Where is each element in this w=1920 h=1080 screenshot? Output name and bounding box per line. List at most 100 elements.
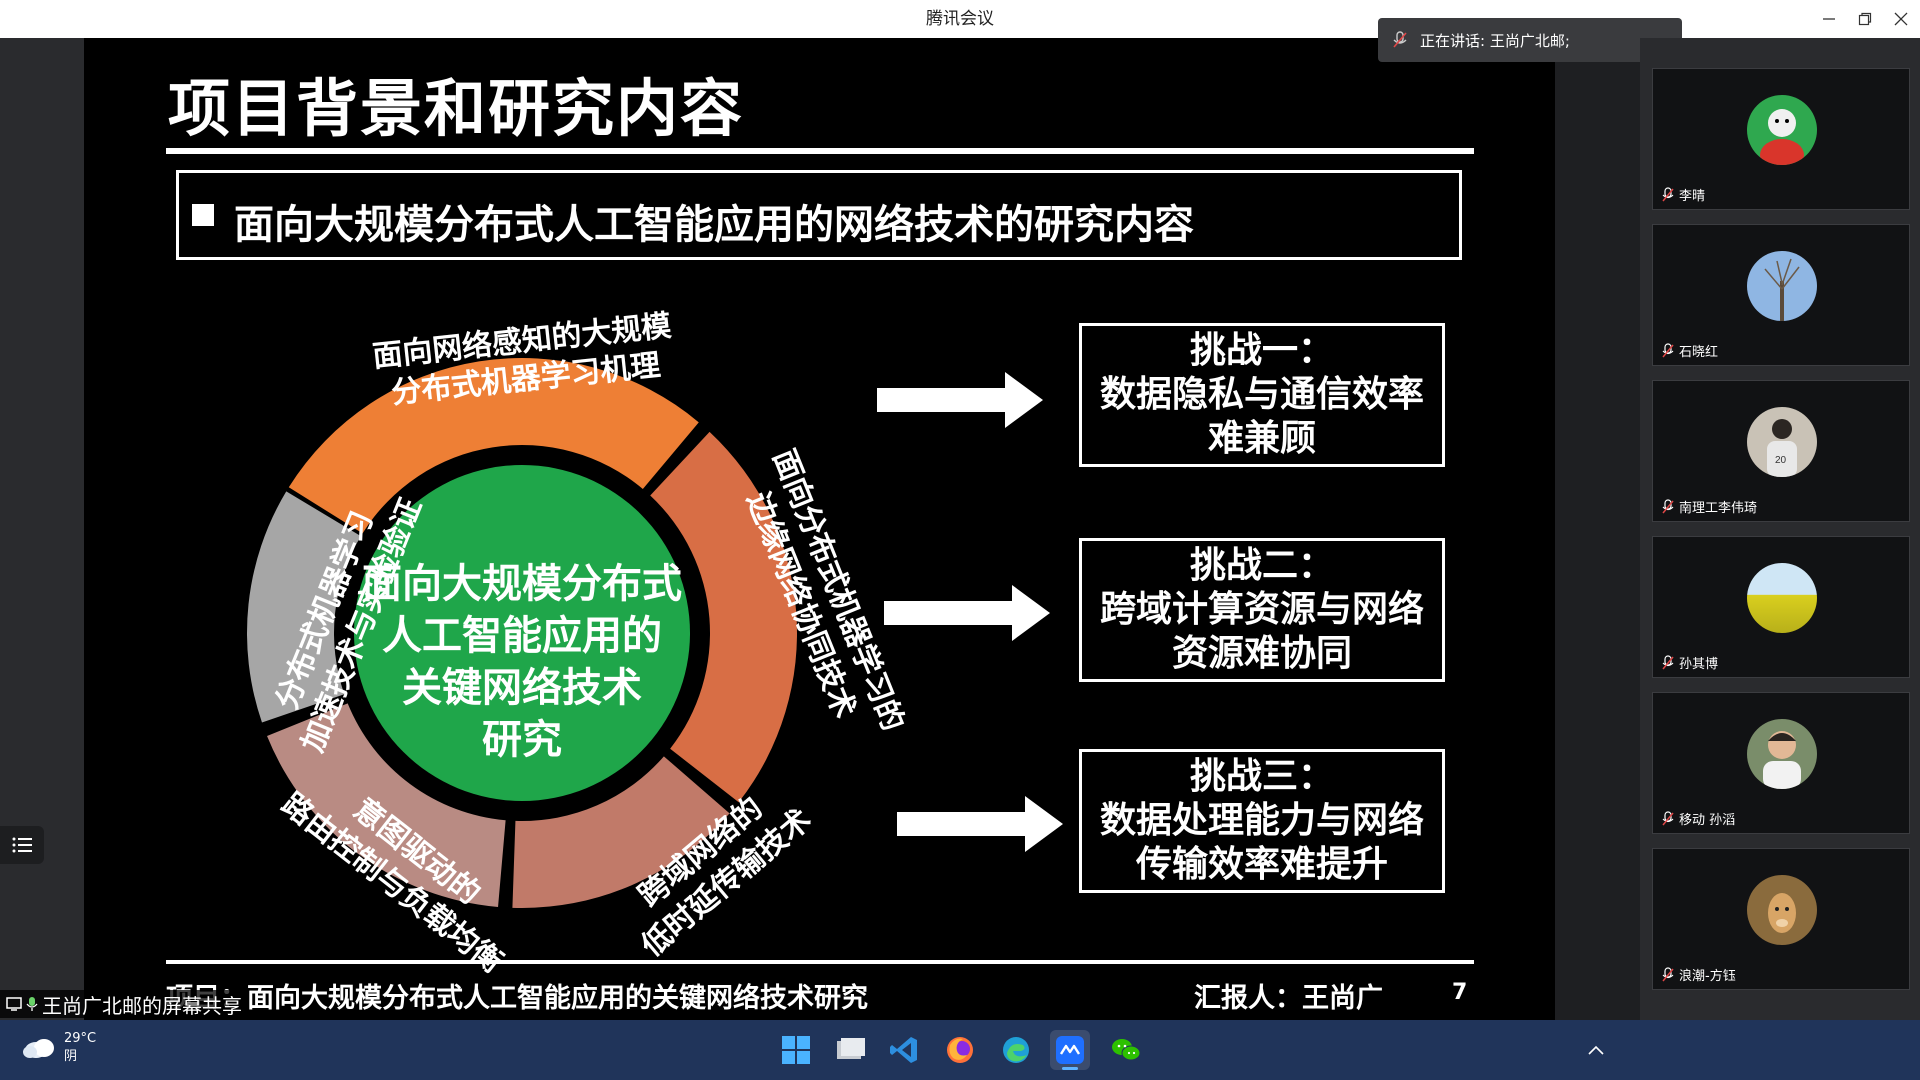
left-panel xyxy=(0,38,84,1020)
arrow-right-icon xyxy=(897,796,1063,852)
active-app-indicator xyxy=(1062,1067,1078,1070)
arrow-right-icon xyxy=(877,372,1043,428)
footer-project: 项目：面向大规模分布式人工智能应用的关键网络技术研究 xyxy=(166,983,868,1014)
taskbar-app-vscode[interactable] xyxy=(884,1030,924,1070)
center-line: 研究 xyxy=(482,717,562,763)
participant-name: 南理工李伟琦 xyxy=(1679,501,1758,516)
outline-toggle-button[interactable] xyxy=(0,826,44,864)
screen-share-icon xyxy=(6,997,22,1011)
participant-name: 李晴 xyxy=(1679,189,1706,204)
restore-button[interactable] xyxy=(1846,0,1884,38)
screen-share-label: 王尚广北邮的屏幕共享 xyxy=(0,990,248,1018)
participant-name: 石晓红 xyxy=(1679,345,1719,360)
chevron-up-icon xyxy=(1588,1045,1604,1055)
participant-name: 移动 孙滔 xyxy=(1679,813,1736,828)
participant-name-row: 南理工李伟琦 xyxy=(1661,497,1757,516)
donut-segment-left xyxy=(247,491,361,723)
slide-heading: 面向大规模分布式人工智能应用的网络技术的研究内容 xyxy=(234,202,1194,248)
challenge-box-1: 挑战一： 数据隐私与通信效率 难兼顾 xyxy=(1079,323,1445,467)
svg-text:20: 20 xyxy=(1775,455,1787,466)
center-line: 面向大规模分布式 xyxy=(362,561,682,607)
show-hidden-icons-button[interactable] xyxy=(1584,1040,1608,1060)
animal-photo-avatar xyxy=(1747,875,1817,945)
weather-temp: 29°C xyxy=(64,1031,97,1046)
challenge-line: 跨域计算资源与网络 xyxy=(1099,589,1424,630)
weather-widget[interactable] xyxy=(22,1036,56,1060)
participant-tile[interactable]: 浪潮-方钰 xyxy=(1652,848,1910,990)
taskbar-app-tencent-meeting[interactable] xyxy=(1050,1030,1090,1070)
heading-box xyxy=(176,170,1462,260)
mic-muted-icon xyxy=(1662,654,1674,669)
mic-muted-icon xyxy=(1662,342,1674,357)
challenge-line: 难兼顾 xyxy=(1207,418,1316,459)
participant-tile[interactable]: 李晴 xyxy=(1652,68,1910,210)
taskbar-app-wechat[interactable] xyxy=(1106,1030,1146,1070)
center-line: 关键网络技术 xyxy=(402,665,642,711)
edge-icon xyxy=(1003,1037,1029,1063)
donut-segment-right xyxy=(650,431,797,803)
participant-name-row: 石晓红 xyxy=(1661,341,1718,360)
start-icon xyxy=(782,1036,810,1064)
participant-tile[interactable]: 孙其博 xyxy=(1652,536,1910,678)
donut-segment-bottom-left xyxy=(267,703,506,907)
shared-screen: 项目背景和研究内容 面向大规模分布式人工智能应用的网络技术的研究内容 面向大规模… xyxy=(84,38,1555,1020)
mic-muted-icon xyxy=(1662,186,1674,201)
participant-name-row: 李晴 xyxy=(1661,185,1705,204)
challenge-title: 挑战一： xyxy=(1189,330,1334,371)
speaking-text: 正在讲话: 王尚广北邮; xyxy=(1420,31,1570,50)
start-button[interactable] xyxy=(776,1030,816,1070)
center-line: 人工智能应用的 xyxy=(382,613,662,659)
donut-segment-top xyxy=(288,358,699,534)
participant-tile[interactable]: 移动 孙滔 xyxy=(1652,692,1910,834)
bullet-square-icon xyxy=(192,204,214,226)
person-photo-avatar: 20 xyxy=(1747,407,1817,477)
challenge-line: 传输效率难提升 xyxy=(1135,844,1388,885)
taskbar-app-file-explorer[interactable] xyxy=(830,1030,870,1070)
firefox-icon xyxy=(947,1037,973,1063)
research-donut-diagram xyxy=(247,358,797,908)
microphone-icon xyxy=(26,997,38,1011)
center-label: 面向大规模分布式 人工智能应用的 关键网络技术 研究 xyxy=(342,558,702,766)
challenge-title: 挑战三： xyxy=(1189,756,1334,797)
mic-muted-icon xyxy=(1662,966,1674,981)
participant-name-row: 移动 孙滔 xyxy=(1661,809,1735,828)
weather-condition: 阴 xyxy=(64,1049,78,1064)
participant-name-row: 浪潮-方钰 xyxy=(1661,965,1736,984)
window-title: 腾讯会议 xyxy=(926,9,994,29)
participant-name-row: 孙其博 xyxy=(1661,653,1718,672)
participant-name: 孙其博 xyxy=(1679,657,1719,672)
weather-text[interactable]: 29°C 阴 xyxy=(64,1030,96,1066)
challenge-title: 挑战二： xyxy=(1189,545,1334,586)
challenge-line: 数据隐私与通信效率 xyxy=(1099,374,1424,415)
slide-title: 项目背景和研究内容 xyxy=(168,72,745,145)
title-divider xyxy=(166,148,1474,154)
taskbar-app-edge[interactable] xyxy=(996,1030,1036,1070)
close-icon xyxy=(1894,12,1908,26)
participant-tile[interactable]: 石晓红 xyxy=(1652,224,1910,366)
participant-tile[interactable]: 20 南理工李伟琦 xyxy=(1652,380,1910,522)
slide-page-number: 7 xyxy=(1452,980,1468,1005)
arrow-right-icon xyxy=(884,585,1050,641)
close-button[interactable] xyxy=(1882,0,1920,38)
footer-divider xyxy=(166,960,1474,964)
donut-segment-bottom-right xyxy=(512,756,730,908)
participant-name: 浪潮-方钰 xyxy=(1679,969,1736,984)
wechat-icon xyxy=(1112,1039,1141,1061)
tencent-meeting-icon xyxy=(1056,1036,1084,1064)
vscode-icon xyxy=(890,1037,917,1063)
taskbar-app-firefox[interactable] xyxy=(940,1030,980,1070)
footer-reporter: 汇报人：王尚广 xyxy=(1194,983,1383,1014)
challenge-box-2: 挑战二： 跨域计算资源与网络 资源难协同 xyxy=(1079,538,1445,682)
restore-icon xyxy=(1858,12,1872,26)
share-label-text: 王尚广北邮的屏幕共享 xyxy=(42,993,242,1018)
minimize-icon xyxy=(1823,18,1835,20)
challenge-line: 数据处理能力与网络 xyxy=(1099,800,1424,841)
mic-muted-icon xyxy=(1662,810,1674,825)
list-icon xyxy=(12,837,32,853)
minimize-button[interactable] xyxy=(1810,0,1848,38)
mic-muted-icon xyxy=(1393,31,1407,48)
speaking-indicator: 正在讲话: 王尚广北邮; xyxy=(1378,18,1682,62)
cloud-icon xyxy=(23,1039,54,1058)
cartoon-avatar xyxy=(1747,95,1817,165)
center-circle xyxy=(354,465,690,801)
